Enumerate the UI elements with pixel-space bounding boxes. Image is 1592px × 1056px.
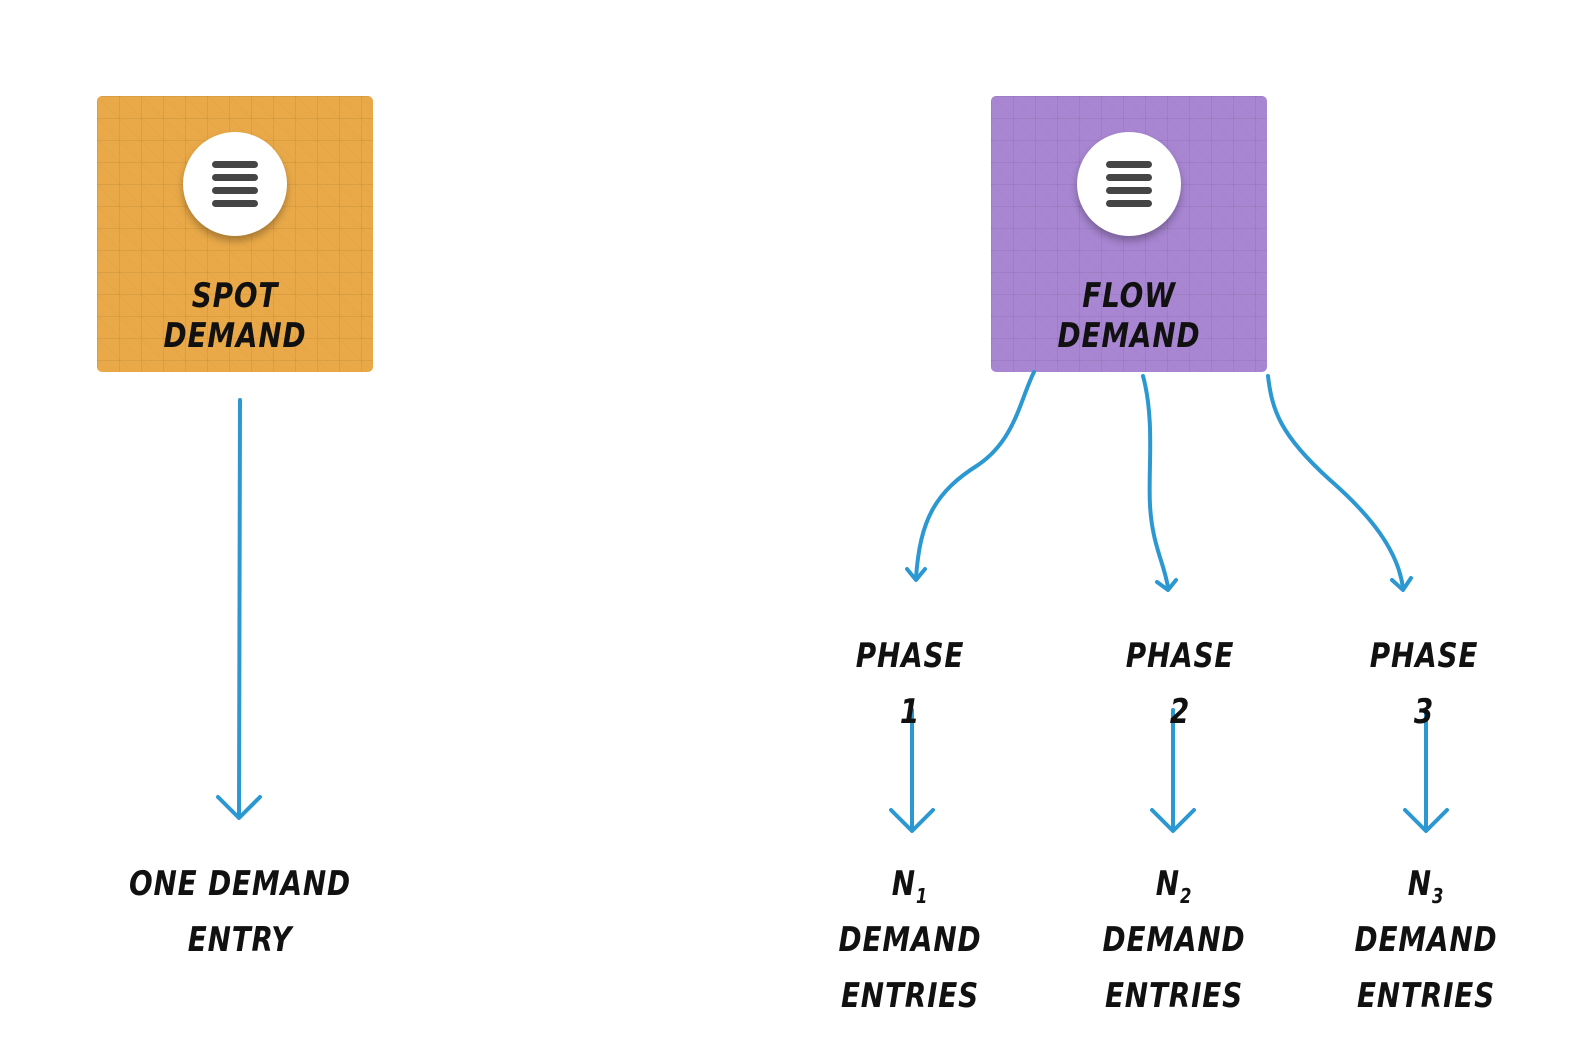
n-symbol: N (1407, 864, 1432, 904)
n-symbol: N (891, 864, 916, 904)
spot-result-line-2: ENTRY (187, 920, 293, 960)
flow-demand-card: FLOW DEMAND (991, 96, 1267, 372)
flow-to-phase-3-arrow (1266, 374, 1405, 590)
spot-result-label: ONE DEMAND ENTRY (125, 856, 355, 968)
demand-word: DEMAND (1102, 920, 1246, 960)
flow-to-phase-1-arrow (914, 370, 1036, 580)
spot-demand-title: SPOT DEMAND (163, 276, 307, 356)
flow-to-phase-2-arrow (1141, 374, 1170, 590)
phase-1-entries-line-1: N1 DEMAND (828, 856, 992, 968)
spot-demand-card: SPOT DEMAND (97, 96, 373, 372)
hamburger-list-icon (1077, 132, 1181, 236)
n-subscript: 2 (1179, 883, 1193, 908)
spot-arrow (237, 398, 242, 818)
demand-word: DEMAND (1354, 920, 1498, 960)
phase-1-arrowhead (889, 808, 935, 833)
flow-to-phase-2-arrowhead (1155, 578, 1178, 592)
hamburger-list-icon (183, 132, 287, 236)
phase-2-arrowhead (1150, 808, 1196, 833)
phase-3-arrowhead (1403, 808, 1449, 833)
flow-to-phase-1-arrowhead (905, 567, 927, 582)
phase-2-entries-line-2: ENTRIES (1104, 976, 1244, 1016)
phase-2-label: PHASE 2 (1125, 636, 1235, 732)
phase-2-entries-line-1: N2 DEMAND (1092, 856, 1256, 968)
flow-demand-title: FLOW DEMAND (1057, 276, 1201, 356)
n-subscript: 3 (1431, 883, 1445, 908)
flow-to-phase-3-arrowhead (1390, 576, 1413, 592)
phase-1-entries-label: N1 DEMAND ENTRIES (828, 856, 992, 1024)
n-symbol: N (1155, 864, 1180, 904)
phase-3-entries-label: N3 DEMAND ENTRIES (1344, 856, 1508, 1024)
n-subscript: 1 (915, 883, 929, 908)
phase-2-entries-label: N2 DEMAND ENTRIES (1092, 856, 1256, 1024)
demand-word: DEMAND (838, 920, 982, 960)
phase-3-entries-line-2: ENTRIES (1356, 976, 1496, 1016)
spot-arrowhead (216, 795, 262, 820)
phase-1-entries-line-2: ENTRIES (840, 976, 980, 1016)
phase-1-label: PHASE 1 (855, 636, 965, 732)
spot-result-line-1: ONE DEMAND (129, 864, 351, 904)
phase-3-label: PHASE 3 (1369, 636, 1479, 732)
phase-3-entries-line-1: N3 DEMAND (1344, 856, 1508, 968)
